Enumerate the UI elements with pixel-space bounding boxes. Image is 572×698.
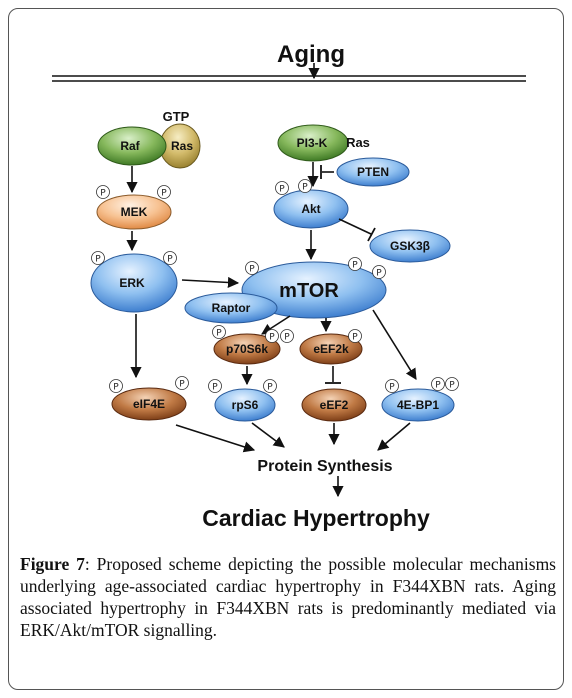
akt-gsk-inhibit-line xyxy=(338,218,372,235)
phospho-mtor-2-label: P xyxy=(352,261,358,271)
title-aging: Aging xyxy=(277,41,345,68)
mtor-p70s6k-arrow xyxy=(261,315,291,335)
figure-frame xyxy=(8,8,564,690)
4ebp1-synthesis-arrow xyxy=(377,422,411,451)
phospho-erk-1 xyxy=(91,251,105,265)
phospho-rps6-1 xyxy=(208,379,222,393)
phospho-mek-1 xyxy=(96,185,110,199)
gsk3b-node xyxy=(369,229,451,263)
phospho-eef2k-label: P xyxy=(352,333,358,343)
figure-caption: Figure 7: Proposed scheme depicting the … xyxy=(20,553,556,641)
4ebp1-label: 4E-BP1 xyxy=(397,398,439,412)
akt-node xyxy=(273,189,349,229)
phospho-4ebp1-2-label: P xyxy=(435,381,441,391)
protein-synthesis-label: Protein Synthesis xyxy=(257,458,392,475)
phospho-mek-1-label: P xyxy=(100,189,106,199)
ras-label-left: Ras xyxy=(171,139,193,153)
akt-label: Akt xyxy=(301,202,320,216)
phospho-eef2k xyxy=(348,329,362,343)
phospho-p70s6k-1 xyxy=(212,325,226,339)
eif4e-node xyxy=(111,387,187,421)
phospho-4ebp1-1 xyxy=(385,379,399,393)
raf-node xyxy=(97,126,167,166)
raf-label: Raf xyxy=(120,139,140,153)
phospho-erk-2-label: P xyxy=(167,255,173,265)
phospho-eif4e-2-label: P xyxy=(179,380,185,390)
phospho-eif4e-1-label: P xyxy=(113,383,119,393)
raptor-node xyxy=(184,292,278,324)
akt-gsk-inhibit-bar xyxy=(367,227,376,242)
phospho-akt-1-label: P xyxy=(279,185,285,195)
p70s6k-label: p70S6k xyxy=(226,342,268,356)
eif4e-synthesis-arrow xyxy=(175,424,256,453)
phospho-mtor-3 xyxy=(372,265,386,279)
phospho-rps6-2-label: P xyxy=(267,383,273,393)
pi3k-label: PI3-K xyxy=(297,136,328,150)
erk-node xyxy=(90,253,178,313)
mtor-node xyxy=(241,261,387,319)
p70s6k-node xyxy=(213,333,281,365)
phospho-mtor-1-label: P xyxy=(249,265,255,275)
eef2k-node xyxy=(299,333,363,365)
phospho-4ebp1-1-label: P xyxy=(389,383,395,393)
rps6-node xyxy=(214,388,276,422)
phospho-eif4e-2 xyxy=(175,376,189,390)
phospho-p70s6k-3-label: P xyxy=(284,333,290,343)
phospho-erk-2 xyxy=(163,251,177,265)
pten-node xyxy=(336,157,410,187)
eef2-node xyxy=(301,388,367,422)
phospho-erk-1-label: P xyxy=(95,255,101,265)
mek-label: MEK xyxy=(121,205,148,219)
gsk3b-label: GSK3β xyxy=(390,239,430,253)
raptor-label: Raptor xyxy=(212,301,251,315)
phospho-mtor-3-label: P xyxy=(376,269,382,279)
rps6-label: rpS6 xyxy=(232,398,259,412)
mek-node xyxy=(96,194,172,230)
pi3k-node xyxy=(277,124,349,162)
caption-label: Figure 7 xyxy=(20,554,85,574)
eif4e-label: eIF4E xyxy=(133,397,165,411)
phospho-mtor-2 xyxy=(348,257,362,271)
phospho-p70s6k-3 xyxy=(280,329,294,343)
phospho-mek-2 xyxy=(157,185,171,199)
phospho-p70s6k-1-label: P xyxy=(216,329,222,339)
eef2k-label: eEF2k xyxy=(313,342,349,356)
erk-mtor-arrow xyxy=(181,276,240,289)
mtor-label: mTOR xyxy=(279,280,339,302)
phospho-akt-2-label: P xyxy=(302,183,308,193)
mtor-4ebp1-arrow xyxy=(372,309,417,380)
rps6-synthesis-arrow xyxy=(251,422,285,448)
phospho-akt-1 xyxy=(275,181,289,195)
cardiac-hypertrophy-label: Cardiac Hypertrophy xyxy=(202,505,430,531)
phospho-4ebp1-3 xyxy=(445,377,459,391)
caption-text: : Proposed scheme depicting the possible… xyxy=(20,554,556,640)
pten-label: PTEN xyxy=(357,165,389,179)
4ebp1-node xyxy=(381,388,455,422)
phospho-rps6-2 xyxy=(263,379,277,393)
phospho-p70s6k-2 xyxy=(265,329,279,343)
eef2-label: eEF2 xyxy=(320,398,349,412)
phospho-akt-2 xyxy=(298,179,312,193)
phospho-rps6-1-label: P xyxy=(212,383,218,393)
erk-label: ERK xyxy=(119,276,145,290)
phospho-4ebp1-2 xyxy=(431,377,445,391)
phospho-eif4e-1 xyxy=(109,379,123,393)
gtp-label: GTP xyxy=(163,109,190,124)
phospho-p70s6k-2-label: P xyxy=(269,333,275,343)
ras-label-right: Ras xyxy=(346,135,370,150)
phospho-mek-2-label: P xyxy=(161,189,167,199)
phospho-mtor-1 xyxy=(245,261,259,275)
phospho-4ebp1-3-label: P xyxy=(449,381,455,391)
